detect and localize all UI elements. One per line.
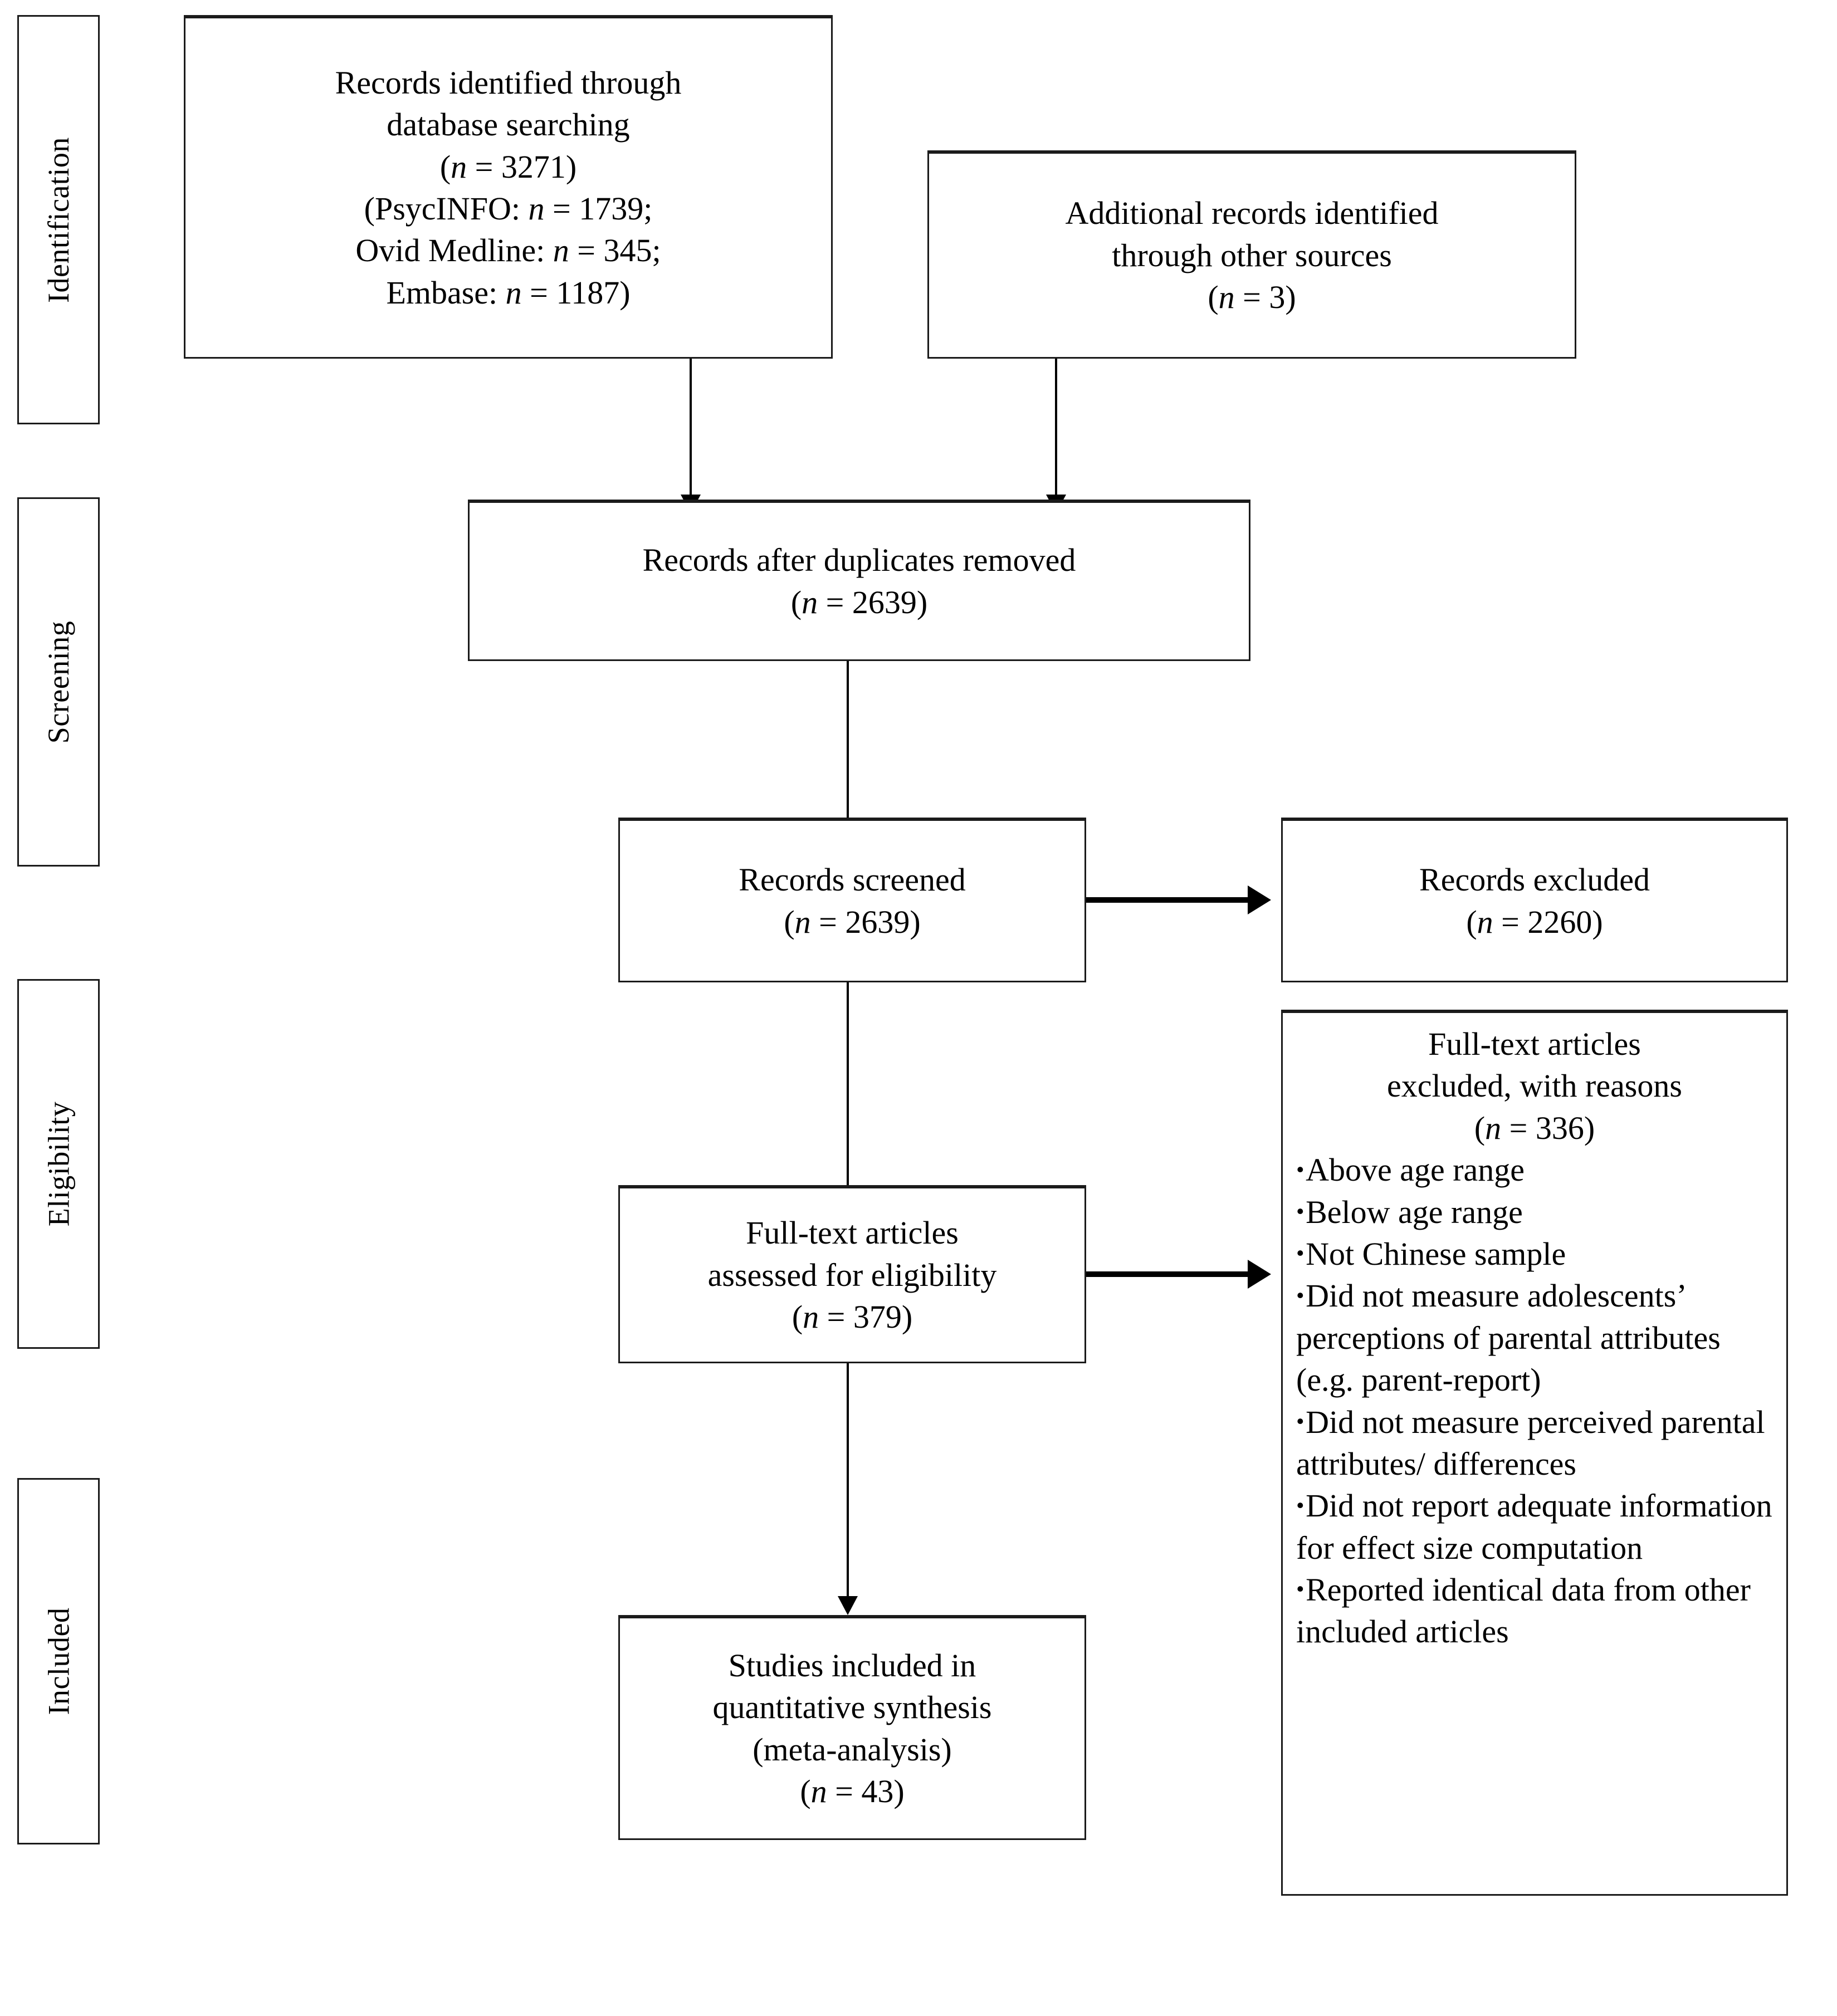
box-line: Records excluded — [1419, 862, 1650, 898]
exclusion-reason: Below age range — [1296, 1191, 1781, 1233]
box-line: through other sources — [1112, 237, 1392, 273]
box-line: Records identified through — [335, 64, 682, 101]
connector-duplicates-to-screened — [847, 661, 849, 881]
stage-eligibility: Eligibility — [17, 979, 100, 1349]
box-count: (n = 3271) — [439, 148, 577, 185]
box-line: excluded, with reasons — [1387, 1068, 1682, 1104]
connector-screened-to-excluded — [1086, 897, 1248, 903]
box-count: (n = 3) — [1208, 279, 1296, 316]
box-fulltext-excluded-with-reasons: Full-text articles excluded, with reason… — [1281, 1010, 1788, 1896]
connector-database-to-duplicates — [690, 359, 692, 510]
stage-included-label: Included — [42, 1607, 76, 1715]
connector-screened-to-fulltext — [847, 982, 849, 1216]
box-additional-records-other-sources: Additional records identified through ot… — [927, 150, 1576, 359]
connector-fulltext-to-excluded-reasons — [1086, 1271, 1248, 1277]
stage-identification-label: Identification — [42, 136, 76, 303]
box-line: (meta-analysis) — [753, 1731, 952, 1768]
box-line: Full-text articles — [1428, 1026, 1641, 1062]
box-count: (n = 2639) — [784, 903, 921, 940]
box-line: Additional records identified — [1065, 195, 1439, 232]
box-count: (n = 2639) — [790, 584, 928, 620]
exclusion-reason: Did not measure adolescents’ perceptions… — [1296, 1275, 1781, 1401]
exclusion-reason: Reported identical data from other inclu… — [1296, 1569, 1781, 1653]
box-breakdown-line: Embase: n = 1187) — [386, 274, 631, 311]
stage-included: Included — [17, 1478, 100, 1844]
box-line: Records after duplicates removed — [642, 542, 1076, 579]
box-breakdown-line: Ovid Medline: n = 345; — [355, 232, 661, 269]
arrowhead-right — [1248, 885, 1271, 914]
arrowhead-down — [838, 1596, 858, 1615]
box-line: Full-text articles — [746, 1215, 959, 1251]
connector-fulltext-to-included — [847, 1363, 849, 1613]
exclusion-reason: Did not report adequate information for … — [1296, 1485, 1781, 1569]
box-count: (n = 43) — [800, 1773, 905, 1809]
stage-screening-label: Screening — [42, 620, 76, 743]
box-studies-included-quantitative-synthesis: Studies included in quantitative synthes… — [618, 1615, 1086, 1840]
box-line: database searching — [387, 106, 630, 143]
box-records-after-duplicates-removed: Records after duplicates removed (n = 26… — [468, 500, 1250, 661]
connector-other-sources-to-duplicates — [1055, 359, 1057, 510]
box-line: Records screened — [739, 862, 966, 898]
box-line: quantitative synthesis — [712, 1689, 992, 1726]
box-line: Studies included in — [728, 1647, 976, 1684]
stage-eligibility-label: Eligibility — [42, 1101, 76, 1227]
arrowhead-right — [1248, 1260, 1271, 1289]
box-breakdown-line: (PsycINFO: n = 1739; — [364, 190, 653, 227]
box-records-identified-database: Records identified through database sear… — [184, 15, 833, 359]
exclusion-reason: Above age range — [1296, 1149, 1781, 1191]
exclusion-reason: Not Chinese sample — [1296, 1233, 1781, 1275]
box-records-screened: Records screened (n = 2639) — [618, 818, 1086, 982]
stage-identification: Identification — [17, 15, 100, 424]
box-count: (n = 2260) — [1466, 903, 1603, 940]
box-records-excluded: Records excluded (n = 2260) — [1281, 818, 1788, 982]
box-fulltext-assessed-for-eligibility: Full-text articles assessed for eligibil… — [618, 1185, 1086, 1363]
box-line: assessed for eligibility — [707, 1256, 997, 1293]
box-count: (n = 379) — [792, 1299, 913, 1335]
stage-screening: Screening — [17, 497, 100, 867]
exclusion-reason: Did not measure perceived parental attri… — [1296, 1401, 1781, 1485]
box-count: (n = 336) — [1474, 1109, 1595, 1146]
exclusion-reasons-list: Above age range Below age range Not Chin… — [1288, 1149, 1781, 1653]
